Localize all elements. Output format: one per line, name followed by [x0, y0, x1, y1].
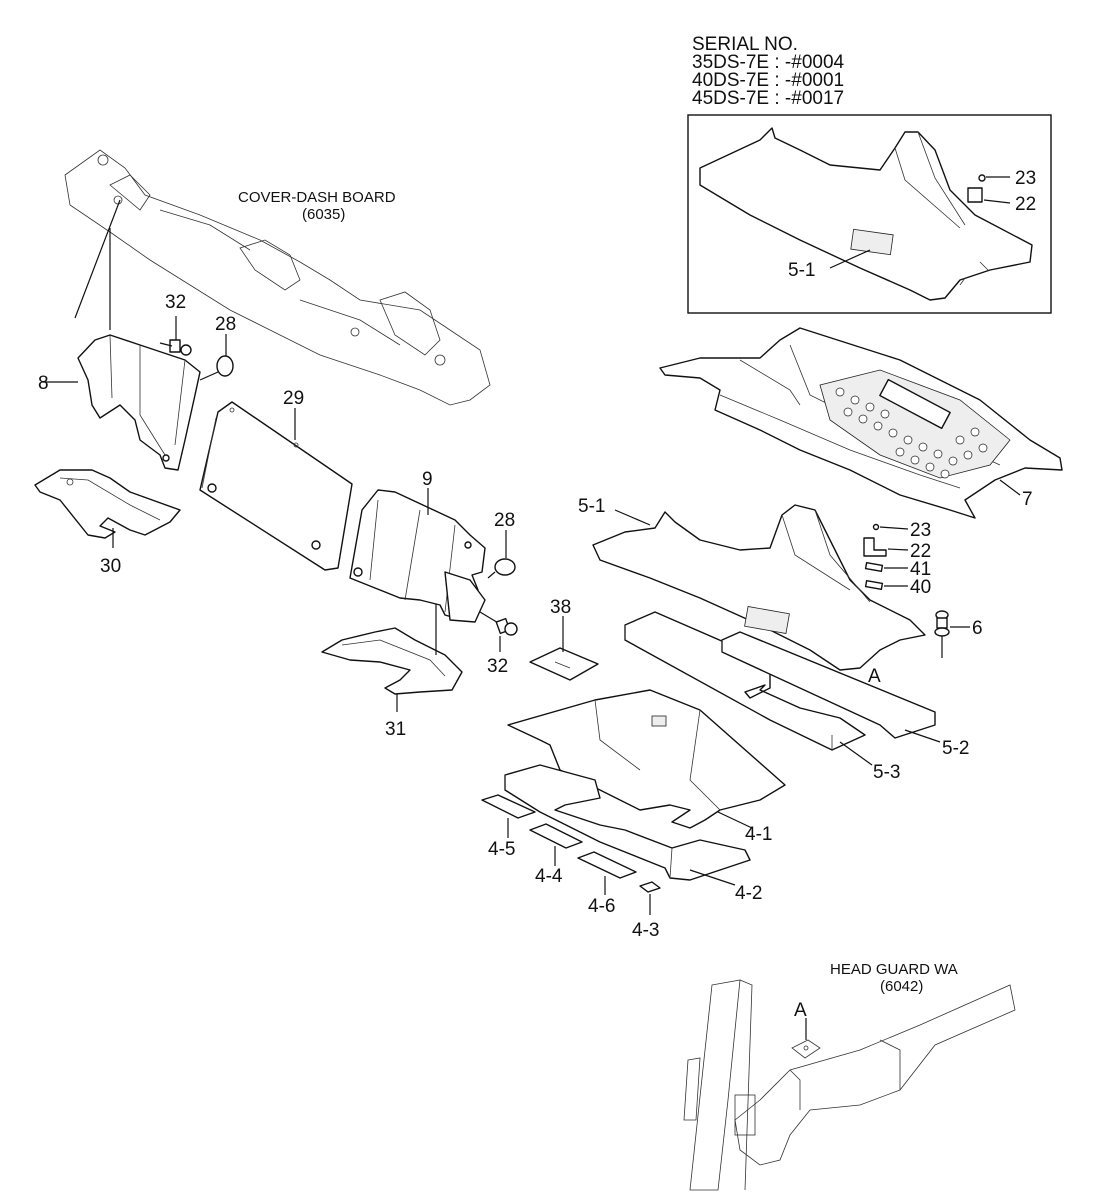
- bolt-23: [872, 523, 880, 531]
- pad-38: 38: [529, 597, 599, 681]
- callout-4-3: 4-3: [632, 920, 659, 941]
- cover-part-9: 9: [349, 469, 486, 623]
- callout-5-1-main: 5-1: [578, 496, 605, 517]
- pad-4-5: 4-5: [481, 794, 536, 860]
- callout-38: 38: [550, 597, 571, 618]
- callout-A-main: A: [868, 666, 881, 687]
- callout-4-5: 4-5: [488, 839, 515, 860]
- callout-5-1-inset: 5-1: [788, 260, 815, 281]
- callout-32-top: 32: [165, 292, 186, 313]
- callout-31: 31: [385, 719, 406, 740]
- callout-41: 41: [910, 559, 931, 580]
- callout-5-3: 5-3: [873, 762, 900, 783]
- callout-22-main: 22: [910, 541, 931, 562]
- bracket-22: [863, 537, 887, 557]
- cover-dash-board-assembly: COVER-DASH BOARD (6035): [64, 149, 491, 406]
- fastener-32-mid: 32: [479, 611, 518, 677]
- washer-41: [864, 561, 884, 573]
- callout-9: 9: [422, 469, 433, 490]
- callout-28-mid: 28: [494, 510, 515, 531]
- callout-7: 7: [1022, 489, 1033, 510]
- callout-4-6: 4-6: [588, 896, 615, 917]
- callout-4-4: 4-4: [535, 866, 563, 887]
- pad-4-3: 4-3: [632, 881, 661, 941]
- callout-23-main: 23: [910, 520, 931, 541]
- mat-5-1-cutout: [744, 606, 790, 634]
- serial-inset-box: 23 22 5-1: [687, 114, 1052, 314]
- plate-31: 31: [321, 604, 463, 740]
- pad-4-6: 4-6: [577, 851, 637, 917]
- callout-4-2: 4-2: [735, 883, 762, 904]
- callout-28-top: 28: [215, 314, 236, 335]
- callout-5-2: 5-2: [942, 738, 969, 759]
- screw-6: [934, 610, 950, 658]
- callout-8: 8: [38, 373, 49, 394]
- foam-pad-5-2: 5-2: [721, 631, 969, 759]
- pad-4-4: 4-4: [529, 823, 583, 887]
- cover-part-8: 8: [38, 334, 201, 471]
- floor-mat-7: 7: [659, 327, 1063, 519]
- callout-30: 30: [100, 556, 121, 577]
- callout-40: 40: [910, 577, 931, 598]
- inset-bracket-22: [967, 187, 983, 203]
- washer-28-mid: 28: [487, 510, 516, 579]
- head-guard-code: (6042): [880, 978, 923, 995]
- inset-mat-cutout: [850, 228, 894, 256]
- inset-floor-mat: [699, 127, 1033, 301]
- panel-29: 29: [199, 388, 353, 571]
- callout-32-mid: 32: [487, 656, 508, 677]
- foam-pad-4-2: 4-2: [504, 764, 762, 904]
- spacer-40: [864, 579, 884, 591]
- head-guard-assembly: HEAD GUARD WA (6042) A: [683, 961, 1016, 1191]
- serial-title: SERIAL NO.: [692, 34, 798, 55]
- mat-7-dot-pattern: [835, 387, 988, 479]
- cover-dash-board-code: (6035): [302, 206, 345, 223]
- serial-line-2: 40DS-7E : -#0001: [692, 70, 844, 91]
- floor-mat-5-1: 5-1 23 22 41 40 6 A: [578, 496, 983, 687]
- serial-line-1: 35DS-7E : -#0004: [692, 52, 845, 73]
- fastener-32-top: 32: [159, 292, 192, 356]
- mat-7-logo-plate: [879, 378, 951, 430]
- mat-4-1-clip: [651, 715, 667, 727]
- callout-29: 29: [283, 388, 304, 409]
- plate-30: 30: [34, 469, 181, 577]
- callout-A-head-guard: A: [794, 1000, 807, 1021]
- inset-bolt-23: [978, 174, 986, 182]
- washer-28-top: 28: [199, 314, 236, 381]
- callout-23-inset: 23: [1015, 168, 1036, 189]
- head-guard-name: HEAD GUARD WA: [830, 961, 958, 978]
- serial-number-block: SERIAL NO. 35DS-7E : -#0004 40DS-7E : -#…: [692, 34, 845, 109]
- callout-22-inset: 22: [1015, 194, 1036, 215]
- callout-6: 6: [972, 618, 983, 639]
- cover-dash-board-name: COVER-DASH BOARD: [238, 189, 396, 206]
- serial-line-3: 45DS-7E : -#0017: [692, 88, 844, 109]
- callout-4-1: 4-1: [745, 824, 772, 845]
